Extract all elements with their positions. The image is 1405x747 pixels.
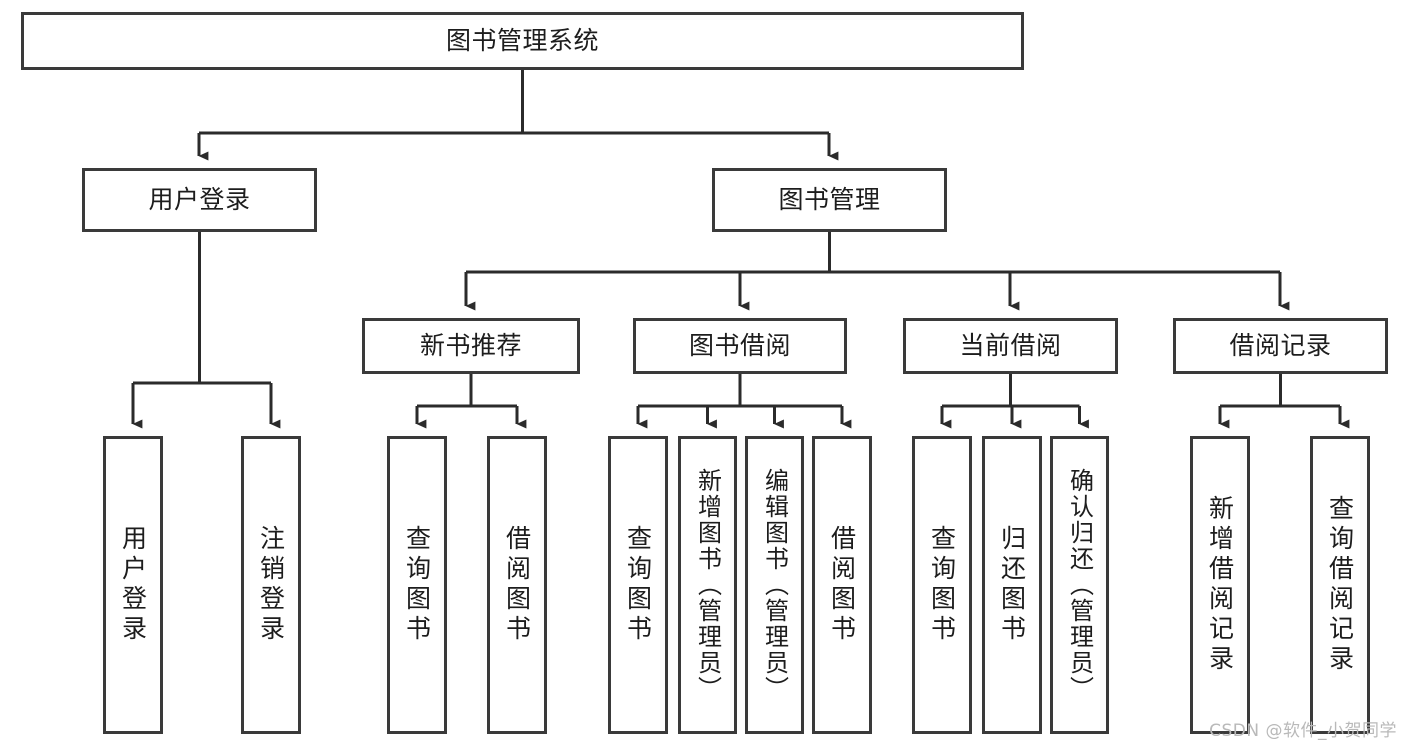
node-label: 用户登录 (118, 525, 148, 645)
node-label: 新书推荐 (419, 331, 522, 360)
node-borrow-records[interactable]: 借阅记录 (1173, 318, 1388, 374)
node-leaf-return-book[interactable]: 归还图书 (982, 436, 1042, 734)
node-label: 查询借阅记录 (1325, 495, 1355, 675)
node-label: 查询图书 (927, 525, 957, 645)
node-current-borrow[interactable]: 当前借阅 (903, 318, 1118, 374)
node-leaf-user-login[interactable]: 用户登录 (103, 436, 163, 734)
node-leaf-add-book-admin[interactable]: 新增图书（管理员） (678, 436, 737, 734)
node-label: 图书管理系统 (445, 26, 599, 55)
node-label: 查询图书 (623, 525, 653, 645)
node-new-book-recommend[interactable]: 新书推荐 (362, 318, 580, 374)
node-label: 编辑图书（管理员） (760, 468, 789, 702)
node-label: 用户登录 (148, 185, 251, 214)
node-root-system[interactable]: 图书管理系统 (21, 12, 1024, 70)
node-leaf-add-borrow-record[interactable]: 新增借阅记录 (1190, 436, 1250, 734)
node-label: 新增借阅记录 (1205, 495, 1235, 675)
node-label: 借阅图书 (827, 525, 857, 645)
node-leaf-query-book-current[interactable]: 查询图书 (912, 436, 972, 734)
node-label: 借阅图书 (502, 525, 532, 645)
node-leaf-borrow-book[interactable]: 借阅图书 (812, 436, 872, 734)
node-leaf-query-book-recommend[interactable]: 查询图书 (387, 436, 447, 734)
node-label: 归还图书 (997, 525, 1027, 645)
node-leaf-borrow-book-recommend[interactable]: 借阅图书 (487, 436, 547, 734)
node-leaf-confirm-return-admin[interactable]: 确认归还（管理员） (1050, 436, 1109, 734)
node-leaf-query-book-borrow[interactable]: 查询图书 (608, 436, 668, 734)
node-book-management[interactable]: 图书管理 (712, 168, 947, 232)
node-book-borrow[interactable]: 图书借阅 (633, 318, 847, 374)
node-label: 图书借阅 (688, 331, 791, 360)
node-label: 当前借阅 (959, 331, 1062, 360)
node-leaf-logout[interactable]: 注销登录 (241, 436, 301, 734)
node-label: 确认归还（管理员） (1065, 468, 1094, 702)
node-label: 新增图书（管理员） (693, 468, 722, 702)
node-label: 查询图书 (402, 525, 432, 645)
node-label: 图书管理 (778, 185, 881, 214)
node-user-login[interactable]: 用户登录 (82, 168, 317, 232)
node-label: 注销登录 (256, 525, 286, 645)
watermark-text: CSDN @软件_小贺同学 (1209, 721, 1397, 741)
node-leaf-edit-book-admin[interactable]: 编辑图书（管理员） (745, 436, 804, 734)
node-label: 借阅记录 (1229, 331, 1332, 360)
node-leaf-query-borrow-record[interactable]: 查询借阅记录 (1310, 436, 1370, 734)
